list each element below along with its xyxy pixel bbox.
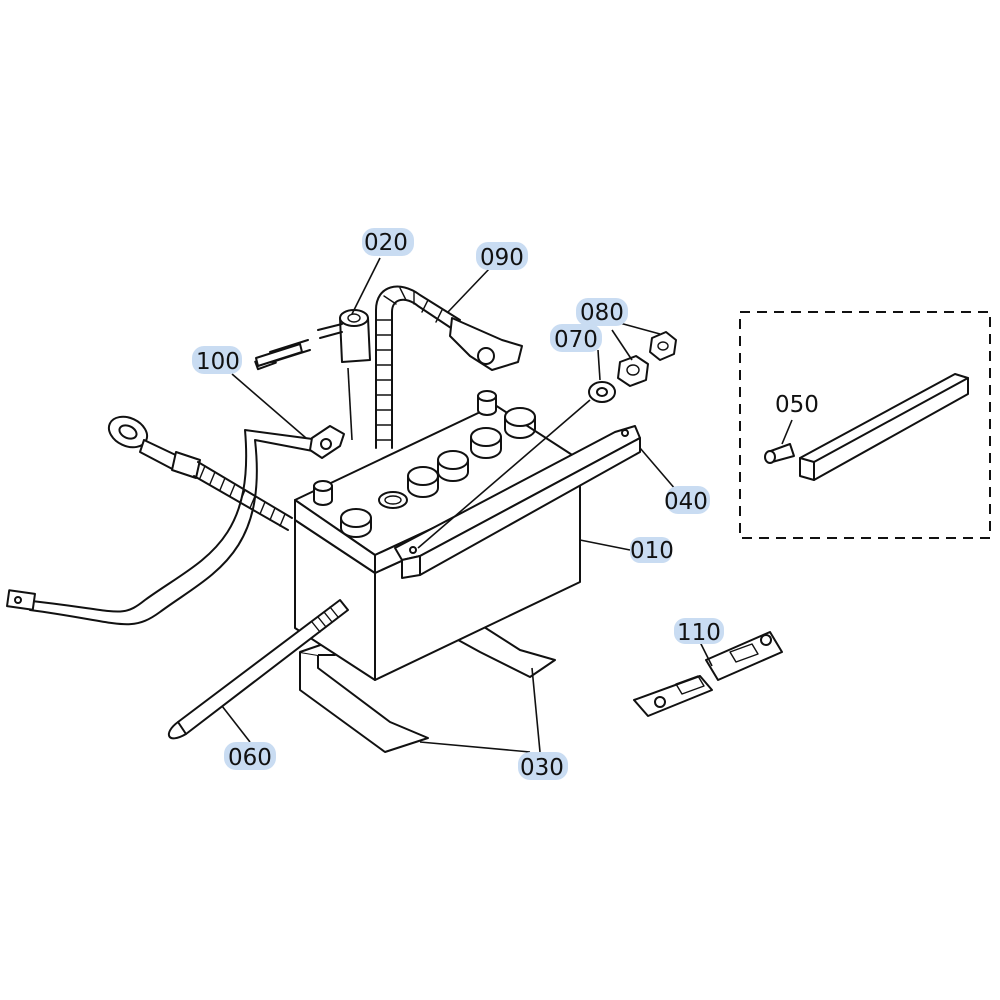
terminal-clamp (255, 309, 371, 441)
callout-label: 050 (775, 392, 819, 418)
callout-label: 010 (630, 538, 674, 564)
callout-050[interactable]: 050 (775, 392, 819, 418)
negative-cable (6, 339, 345, 626)
nuts (617, 331, 677, 387)
positive-cable (107, 415, 293, 531)
callout-040[interactable]: 040 (664, 486, 710, 515)
callout-100[interactable]: 100 (192, 346, 242, 375)
callout-label: 110 (677, 620, 721, 646)
inset-box (739, 311, 991, 539)
washer (588, 381, 616, 403)
battery (294, 390, 581, 681)
callout-010[interactable]: 010 (630, 537, 674, 564)
callout-label: 070 (554, 327, 598, 353)
callout-070[interactable]: 070 (550, 324, 602, 353)
callout-020[interactable]: 020 (362, 228, 414, 256)
callout-label: 020 (364, 230, 408, 256)
callout-030[interactable]: 030 (518, 752, 568, 781)
callout-label: 100 (196, 349, 240, 375)
callout-090[interactable]: 090 (476, 242, 528, 271)
j-bolt-rod (167, 599, 349, 740)
top-cable (375, 285, 523, 449)
callout-label: 090 (480, 245, 524, 271)
battery-caps (340, 407, 536, 538)
callout-label: 060 (228, 745, 272, 771)
leader-lines (221, 257, 713, 753)
callout-110[interactable]: 110 (674, 618, 724, 646)
hold-down-bar (394, 425, 641, 579)
connector-strap (633, 631, 783, 717)
callout-label: 030 (520, 755, 564, 781)
callout-label: 080 (580, 300, 624, 326)
callout-080[interactable]: 080 (576, 298, 628, 326)
callout-label: 040 (664, 489, 708, 515)
callout-060[interactable]: 060 (224, 742, 276, 771)
